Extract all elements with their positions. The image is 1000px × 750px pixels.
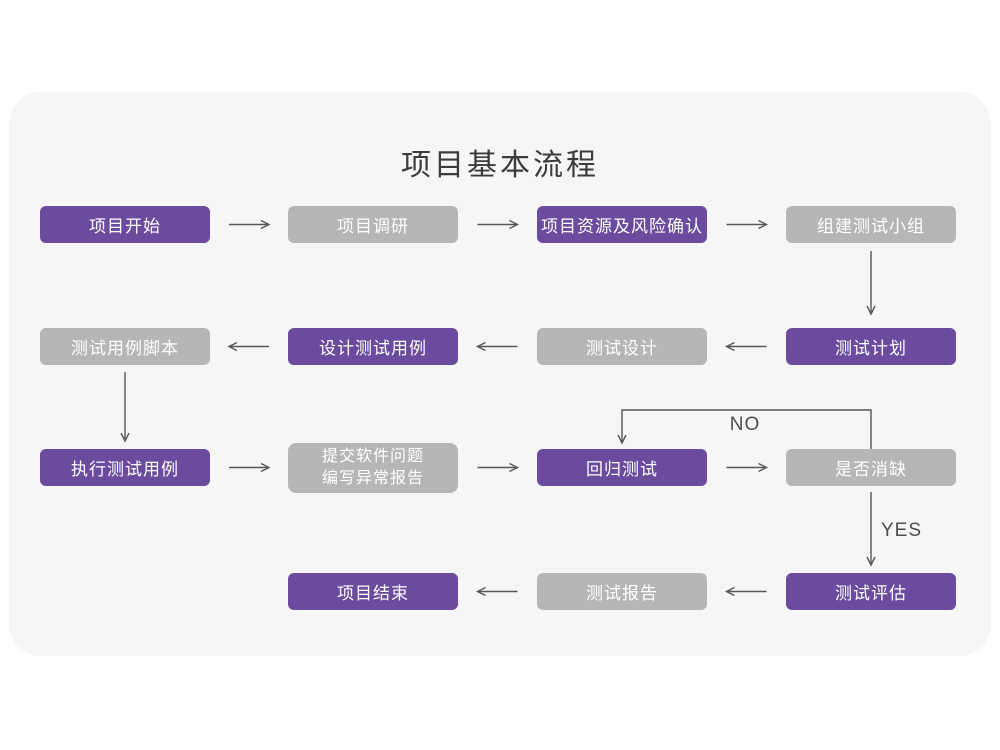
node-test-evaluation: 测试评估 (786, 573, 956, 610)
node-execute-test-cases: 执行测试用例 (40, 449, 210, 486)
node-project-end: 项目结束 (288, 573, 458, 610)
node-test-design: 测试设计 (537, 328, 707, 365)
node-build-test-team: 组建测试小组 (786, 206, 956, 243)
node-test-case-scripts: 测试用例脚本 (40, 328, 210, 365)
node-test-plan: 测试计划 (786, 328, 956, 365)
flowchart-card (9, 92, 991, 656)
node-project-research: 项目调研 (288, 206, 458, 243)
branch-label-yes: YES (881, 520, 923, 541)
node-design-test-cases: 设计测试用例 (288, 328, 458, 365)
node-project-start: 项目开始 (40, 206, 210, 243)
node-submit-issues-write-report: 提交软件问题 编写异常报告 (288, 443, 458, 493)
page-title: 项目基本流程 (401, 149, 599, 182)
node-regression-test: 回归测试 (537, 449, 707, 486)
node-project-resources-risk-confirm: 项目资源及风险确认 (537, 206, 707, 243)
node-defect-resolved-check: 是否消缺 (786, 449, 956, 486)
branch-label-no: NO (729, 414, 761, 435)
node-test-report: 测试报告 (537, 573, 707, 610)
